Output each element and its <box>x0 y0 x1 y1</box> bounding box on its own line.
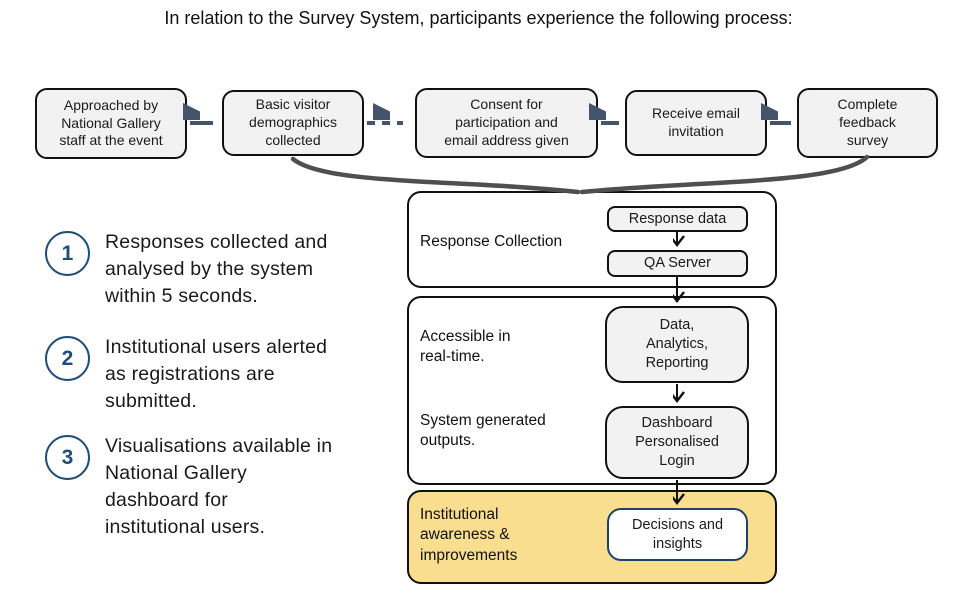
curve-left-connector-icon <box>290 156 581 195</box>
curve-right-connector-icon <box>579 154 870 195</box>
node-qa-server: QA Server <box>607 250 748 277</box>
flow-step-consent: Consent for participation and email addr… <box>415 88 598 158</box>
flow-step-demographics: Basic visitor demographics collected <box>222 90 364 156</box>
node-decisions-insights: Decisions and insights <box>607 508 748 561</box>
section-label-institutional-awareness: Institutional awareness & improvements <box>420 506 518 564</box>
node-response-data: Response data <box>607 206 748 232</box>
note-text: Visualisations available in National Gal… <box>105 435 333 538</box>
flow-step-approached: Approached by National Gallery staff at … <box>35 88 187 159</box>
page-title: In relation to the Survey System, partic… <box>164 8 793 28</box>
note-number-badge: 2 <box>45 336 90 381</box>
node-data-analytics-reporting: Data, Analytics, Reporting <box>605 306 749 383</box>
section-label-response-collection: Response Collection <box>420 233 563 250</box>
flow-step-feedback-survey: Complete feedback survey <box>797 88 938 158</box>
note-number-badge: 3 <box>45 435 90 480</box>
section-label-system-outputs: System generated outputs. <box>420 412 546 450</box>
note-text: Institutional users alerted as registrat… <box>105 336 328 412</box>
flow-step-email-invitation: Receive email invitation <box>625 90 767 156</box>
note-text: Responses collected and analysed by the … <box>105 231 328 307</box>
section-label-accessible-realtime: Accessible in real-time. <box>420 328 511 366</box>
note-number-badge: 1 <box>45 231 90 276</box>
node-dashboard-login: Dashboard Personalised Login <box>605 406 749 479</box>
